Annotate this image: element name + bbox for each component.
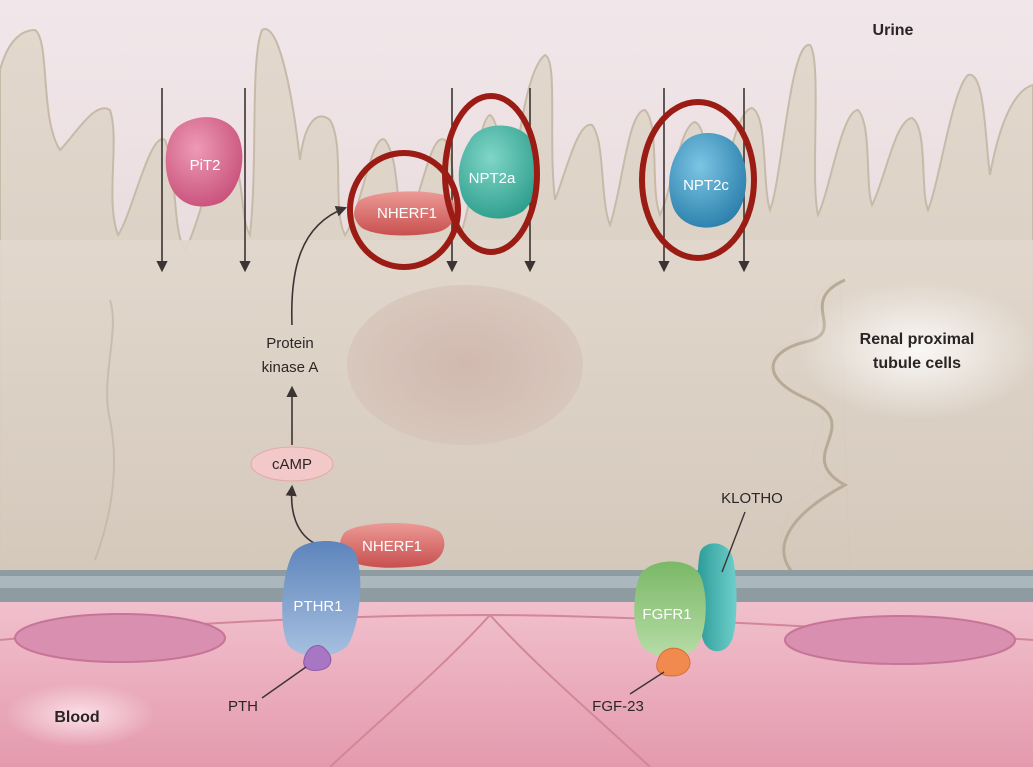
blood-cell-right [784, 615, 1016, 665]
cell-border-left [94, 299, 115, 561]
arrow-pthr1-to-camp [285, 484, 319, 546]
pth-ligand [303, 645, 332, 671]
nherf1-top-label: NHERF1 [377, 205, 437, 222]
nherf1-bottom-label: NHERF1 [362, 538, 422, 555]
nherf1-bottom-protein [340, 523, 445, 568]
pit2-label: PiT2 [190, 157, 221, 174]
pthr1-protein [282, 541, 361, 657]
fgf23-pointer [629, 671, 665, 695]
highlight-circle-npt2c [639, 99, 757, 261]
npt2a-label: NPT2a [469, 170, 516, 187]
urine-label: Urine [873, 22, 914, 39]
pka-label-line2: kinase A [262, 359, 319, 376]
pth-pointer [261, 666, 307, 699]
blood-label-glow [5, 683, 155, 747]
fgfr1-label: FGFR1 [642, 606, 691, 623]
basolateral-membrane-highlight [0, 576, 1033, 588]
fgf23-label: FGF-23 [592, 698, 644, 715]
npt2a-protein [458, 125, 539, 219]
camp-label: cAMP [272, 456, 312, 473]
blood-label: Blood [54, 709, 99, 726]
klotho-pointer [721, 511, 746, 573]
fgfr1-protein [634, 561, 706, 657]
nucleus [347, 285, 583, 445]
highlight-circle-nherf1 [347, 150, 461, 270]
nherf1-top-protein [354, 191, 457, 236]
pit2-protein [165, 117, 243, 207]
pth-label: PTH [228, 698, 258, 715]
pthr1-label: PTHR1 [293, 598, 342, 615]
npt2c-label: NPT2c [683, 177, 729, 194]
klotho-protein [697, 543, 737, 652]
fgf23-ligand [656, 647, 691, 677]
renal-label-line1: Renal proximal [860, 331, 975, 348]
renal-label-line2: tubule cells [873, 355, 961, 372]
npt2c-protein [669, 133, 747, 228]
arrow-pka-to-nherf1 [290, 205, 348, 326]
pka-label-line1: Protein [266, 335, 314, 352]
blood-cell-left [14, 613, 226, 663]
camp-bubble [250, 446, 334, 482]
highlight-circle-npt2a [442, 93, 540, 255]
klotho-label: KLOTHO [721, 490, 783, 507]
renal-label-glow [798, 280, 1033, 420]
